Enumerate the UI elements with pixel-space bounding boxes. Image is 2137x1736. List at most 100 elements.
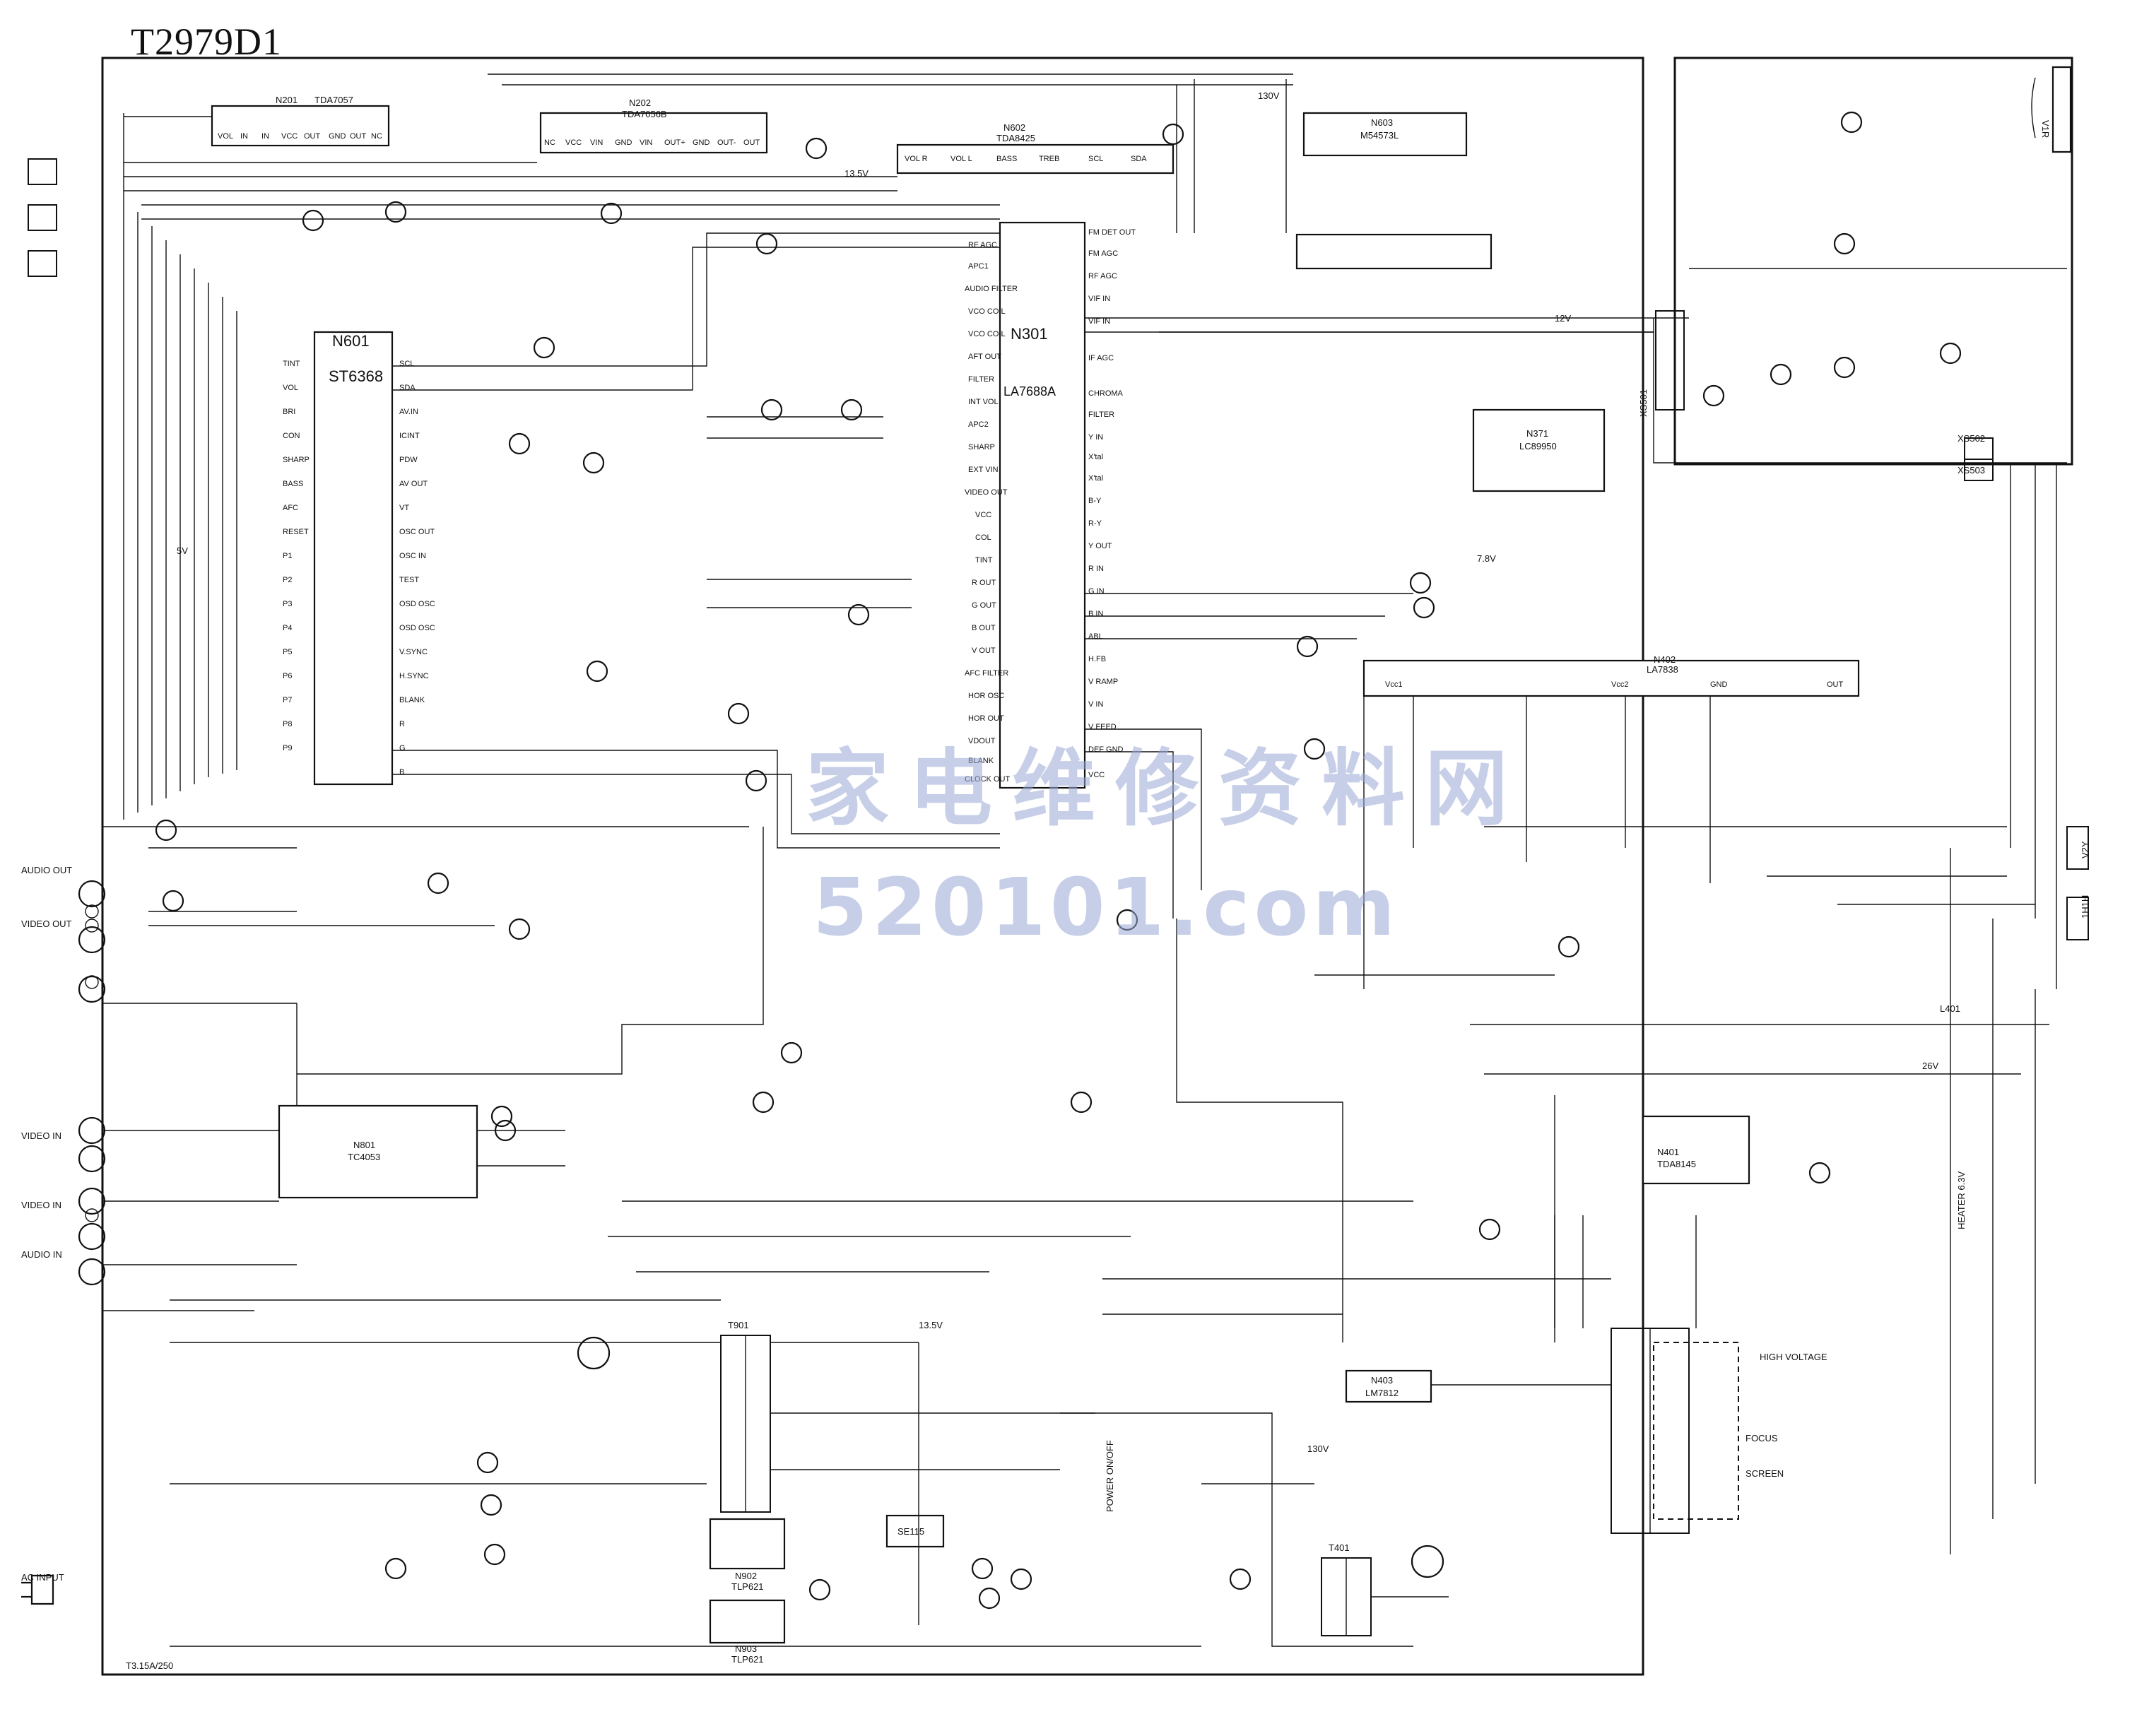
label-crt: V1R xyxy=(2040,120,2051,138)
ic-n371: N371 LC89950 xyxy=(1472,408,1606,492)
svg-text:SDA: SDA xyxy=(1131,155,1147,163)
svg-text:CON: CON xyxy=(283,432,300,440)
svg-text:V RAMP: V RAMP xyxy=(1088,678,1118,686)
svg-text:SCREEN: SCREEN xyxy=(1745,1468,1784,1479)
svg-text:T901: T901 xyxy=(728,1320,749,1330)
svg-text:V OUT: V OUT xyxy=(972,646,996,655)
svg-text:VOL: VOL xyxy=(218,132,233,141)
ic-n903-part: TLP621 xyxy=(731,1654,764,1665)
ac-plug-icon xyxy=(21,1574,54,1605)
ic-n601: N601 ST6368 TINT VOL BRI CON SHARP BASS … xyxy=(283,331,435,786)
wiring xyxy=(102,73,2067,1647)
svg-text:HIGH VOLTAGE: HIGH VOLTAGE xyxy=(1760,1352,1827,1362)
yoke-connector xyxy=(2066,826,2089,940)
svg-text:B IN: B IN xyxy=(1088,610,1103,618)
svg-text:NC: NC xyxy=(371,132,382,141)
svg-text:DEF GND: DEF GND xyxy=(1088,745,1124,754)
svg-text:VCC: VCC xyxy=(565,138,582,147)
svg-text:TINT: TINT xyxy=(975,556,993,565)
svg-text:IF AGC: IF AGC xyxy=(1088,354,1114,362)
svg-text:VCC: VCC xyxy=(1088,771,1105,779)
svg-text:SHARP: SHARP xyxy=(283,456,310,464)
svg-text:R IN: R IN xyxy=(1088,565,1104,573)
svg-text:R-Y: R-Y xyxy=(1088,519,1102,528)
transformer-t401: T401 xyxy=(1321,1542,1372,1636)
svg-text:OUT: OUT xyxy=(350,132,367,141)
svg-text:VCO COIL: VCO COIL xyxy=(968,330,1006,338)
svg-text:HOR OSC: HOR OSC xyxy=(968,692,1004,700)
ic-n602-part: TDA8425 xyxy=(996,133,1035,143)
svg-text:SCL: SCL xyxy=(1088,155,1103,163)
svg-text:P9: P9 xyxy=(283,744,292,752)
tuner-connector xyxy=(1295,233,1493,270)
ic-n403-part: LM7812 xyxy=(1365,1388,1399,1398)
ic-n902: N902 TLP621 xyxy=(709,1518,786,1592)
ic-n601-part: ST6368 xyxy=(329,367,383,385)
ic-n401-part: TDA8145 xyxy=(1657,1159,1696,1169)
svg-text:B OUT: B OUT xyxy=(972,624,996,632)
svg-text:TREB: TREB xyxy=(1039,155,1059,163)
svg-text:VCO COIL: VCO COIL xyxy=(968,307,1006,316)
svg-text:VOL: VOL xyxy=(283,384,298,392)
svg-text:P5: P5 xyxy=(283,648,292,656)
ic-n371-ref: N371 xyxy=(1526,428,1548,439)
ic-n903-ref: N903 xyxy=(735,1643,757,1654)
svg-text:P6: P6 xyxy=(283,672,292,680)
svg-text:BASS: BASS xyxy=(996,155,1017,163)
flyback-transformer: HIGH VOLTAGE FOCUS SCREEN xyxy=(1611,1328,1827,1534)
svg-text:PDW: PDW xyxy=(399,456,418,464)
ic-n301-part: LA7688A xyxy=(1003,384,1056,398)
svg-text:Vcc1: Vcc1 xyxy=(1385,680,1402,689)
ic-n201: N201 TDA7057 VOL IN IN VCC OUT GND OUT N… xyxy=(211,95,390,147)
svg-text:RF AGC: RF AGC xyxy=(1088,272,1117,281)
transformer-t901: T901 xyxy=(720,1320,771,1513)
svg-text:X'tal: X'tal xyxy=(1088,474,1103,483)
svg-text:P8: P8 xyxy=(283,720,292,728)
svg-text:APC2: APC2 xyxy=(968,420,989,429)
svg-text:VCC: VCC xyxy=(975,511,991,519)
ic-n402-part: LA7838 xyxy=(1647,664,1678,675)
ic-n603-part: M54573L xyxy=(1360,130,1399,141)
label-fuse: T3.15A/250 xyxy=(126,1660,173,1671)
svg-text:Y OUT: Y OUT xyxy=(1088,542,1112,550)
svg-text:FILTER: FILTER xyxy=(1088,411,1114,419)
ic-n202-part: TDA7056B xyxy=(622,109,667,119)
svg-text:IN: IN xyxy=(261,132,269,141)
ic-n202-ref: N202 xyxy=(629,98,651,108)
label-video-in-1: VIDEO IN xyxy=(21,1130,61,1141)
svg-text:OSC OUT: OSC OUT xyxy=(399,528,435,536)
svg-text:CLOCK OUT: CLOCK OUT xyxy=(965,775,1010,784)
label-ac-input: AC INPUT xyxy=(21,1572,64,1583)
crt-connector-stack xyxy=(1655,310,1994,481)
svg-text:P2: P2 xyxy=(283,576,292,584)
svg-text:P7: P7 xyxy=(283,696,292,704)
rail-130v: 130V xyxy=(1258,90,1280,101)
label-video-out: VIDEO OUT xyxy=(21,919,72,929)
svg-text:VDOUT: VDOUT xyxy=(968,737,996,745)
svg-text:SHARP: SHARP xyxy=(968,443,995,451)
ic-n902-part: TLP621 xyxy=(731,1581,764,1592)
svg-text:P3: P3 xyxy=(283,600,292,608)
svg-text:GND: GND xyxy=(1710,680,1728,689)
ic-n603: N603 M54573L xyxy=(1302,112,1468,157)
label-video-in-2: VIDEO IN xyxy=(21,1200,61,1210)
svg-text:FM DET OUT: FM DET OUT xyxy=(1088,228,1136,237)
svg-text:GND: GND xyxy=(329,132,346,141)
svg-text:BRI: BRI xyxy=(283,408,295,416)
svg-text:X'tal: X'tal xyxy=(1088,453,1103,461)
svg-text:OUT: OUT xyxy=(743,138,760,147)
svg-text:TINT: TINT xyxy=(283,360,300,368)
ic-n903: N903 TLP621 xyxy=(709,1599,786,1665)
svg-text:OSD OSC: OSD OSC xyxy=(399,600,435,608)
svg-text:R OUT: R OUT xyxy=(972,579,996,587)
ic-n403-ref: N403 xyxy=(1371,1375,1393,1386)
svg-text:VIF IN: VIF IN xyxy=(1088,295,1110,303)
svg-text:BLANK: BLANK xyxy=(968,757,994,765)
ic-n202: N202 TDA7056B NC VCC VIN GND VIN OUT+ GN… xyxy=(539,98,768,154)
svg-text:VIF IN: VIF IN xyxy=(1088,317,1110,326)
svg-text:VT: VT xyxy=(399,504,409,512)
ic-n602-ref: N602 xyxy=(1003,122,1025,133)
label-audio-in: AUDIO IN xyxy=(21,1249,62,1260)
svg-text:HOR OUT: HOR OUT xyxy=(968,714,1004,723)
label-heater: HEATER 6.3V xyxy=(1956,1171,1967,1229)
